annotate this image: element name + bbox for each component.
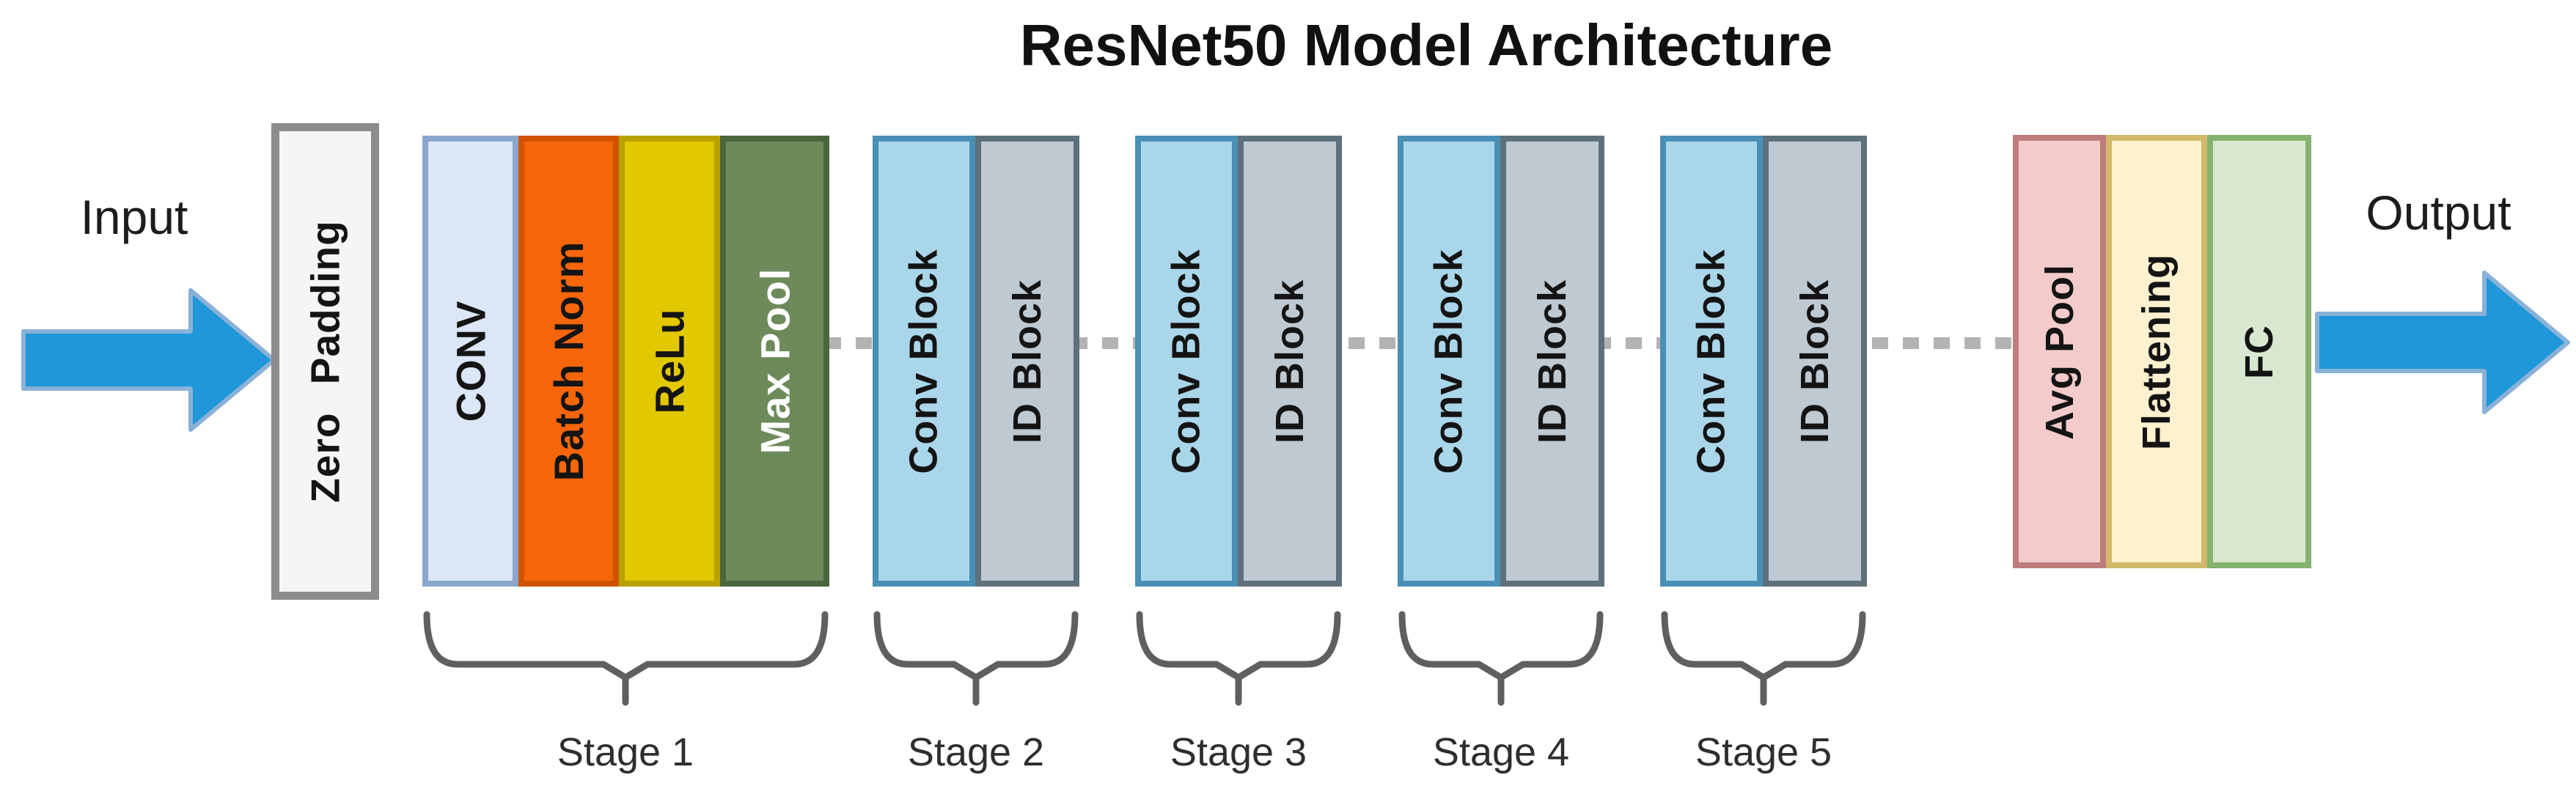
block-stage3-conv-block: Conv Block: [1135, 136, 1238, 587]
stage1-brace: [423, 611, 829, 706]
input-arrow-icon: [21, 288, 276, 432]
output-arrow-icon: [2315, 271, 2570, 414]
stage-label-4: Stage 4: [1432, 730, 1570, 774]
flattening-label: Flattening: [2135, 253, 2179, 450]
max-pool-label: Max Pool: [752, 268, 799, 455]
block-stage5-conv-block: Conv Block: [1660, 136, 1763, 587]
stage3-brace: [1136, 611, 1341, 706]
block-stage2-conv-block: Conv Block: [873, 136, 975, 587]
id-block-label: ID Block: [1005, 279, 1049, 444]
conv-block-label: Conv Block: [902, 248, 946, 474]
fc-label: FC: [2236, 324, 2281, 379]
stage-label-5: Stage 5: [1695, 730, 1832, 774]
output-label: Output: [2366, 186, 2511, 240]
block-stage5-id-block: ID Block: [1763, 136, 1867, 587]
block-stage4-id-block: ID Block: [1500, 136, 1604, 587]
stage-label-3: Stage 3: [1170, 730, 1307, 774]
block-fc: FC: [2207, 135, 2311, 568]
block-stage3-id-block: ID Block: [1238, 136, 1342, 587]
block-avg-pool: Avg Pool: [2013, 135, 2106, 568]
block-zero-padding: Zero Padding: [271, 123, 379, 600]
stage4-brace: [1398, 611, 1604, 706]
id-block-label: ID Block: [1793, 279, 1837, 444]
block-relu: ReLu: [619, 136, 720, 587]
relu-label: ReLu: [646, 308, 693, 414]
conv-label: CONV: [447, 300, 494, 422]
stage-label-2: Stage 2: [907, 730, 1045, 774]
page-title: ResNet50 Model Architecture: [1019, 12, 1833, 78]
conv-block-label: Conv Block: [1164, 248, 1208, 474]
block-flattening: Flattening: [2106, 135, 2207, 568]
zero-padding-label: Zero Padding: [302, 220, 348, 503]
input-label: Input: [80, 190, 188, 244]
block-conv: CONV: [422, 136, 518, 587]
block-stage2-id-block: ID Block: [975, 136, 1079, 587]
conv-block-label: Conv Block: [1427, 248, 1471, 474]
block-stage4-conv-block: Conv Block: [1398, 136, 1500, 587]
batch-norm-label: Batch Norm: [546, 240, 592, 482]
id-block-label: ID Block: [1268, 279, 1312, 444]
conv-block-label: Conv Block: [1689, 248, 1733, 474]
id-block-label: ID Block: [1530, 279, 1574, 444]
avg-pool-label: Avg Pool: [2037, 263, 2082, 440]
stage2-brace: [873, 611, 1079, 706]
block-batch-norm: Batch Norm: [518, 136, 619, 587]
stage5-brace: [1661, 611, 1866, 706]
block-max-pool: Max Pool: [720, 136, 829, 587]
stage-label-1: Stage 1: [557, 730, 694, 774]
